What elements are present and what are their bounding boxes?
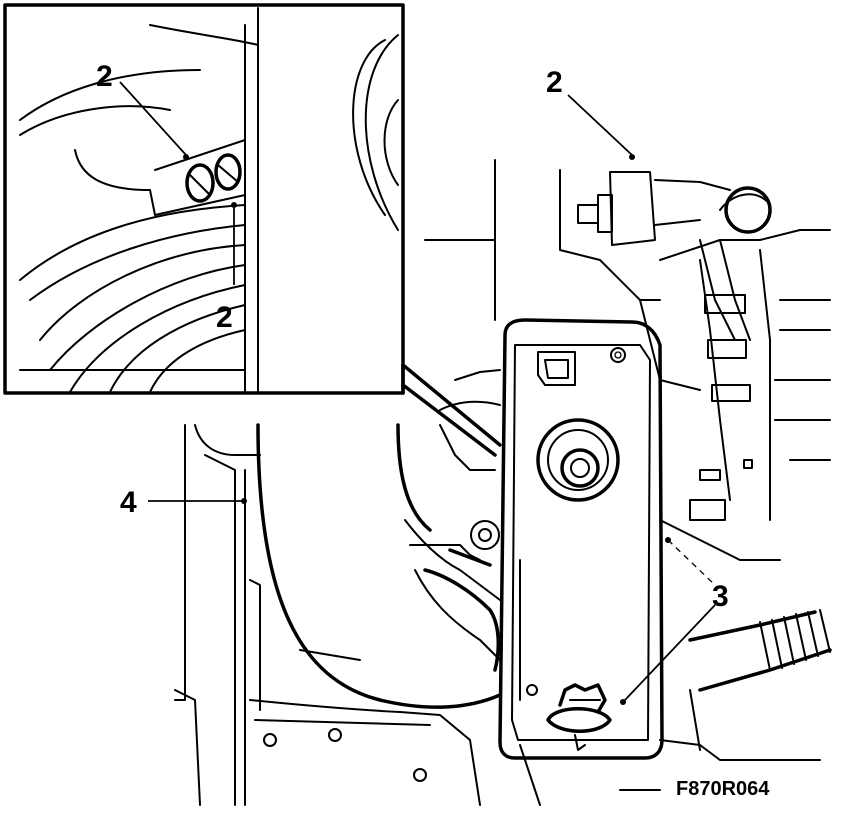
mounting-bracket — [498, 318, 664, 760]
corrugated-hose — [688, 609, 832, 692]
callout-2-inset-top: 2 — [96, 60, 113, 93]
figure-id: F870R064 — [676, 778, 770, 800]
callout-2-inset-bottom: 2 — [216, 301, 233, 334]
leader-lines — [119, 81, 716, 705]
callout-3: 3 — [712, 580, 729, 613]
callout-2-main: 2 — [546, 66, 563, 99]
intake-duct — [256, 369, 502, 709]
callout-4: 4 — [120, 486, 137, 519]
detail-inset — [3, 3, 502, 457]
electrical-connector — [577, 171, 772, 402]
